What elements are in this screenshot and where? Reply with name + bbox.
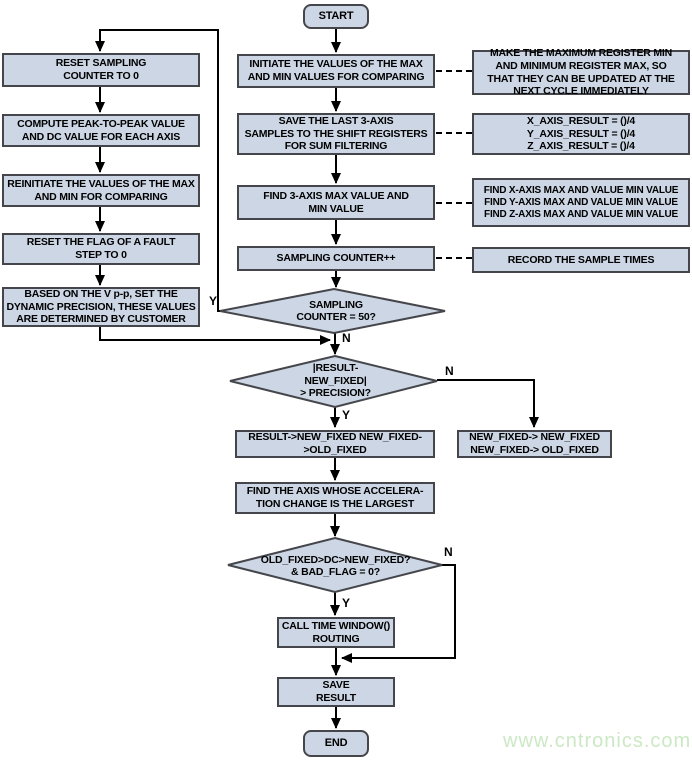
start-node: START (303, 4, 369, 29)
branch-label-result-precision-yes: Y (342, 408, 351, 422)
edge-d3-no-branch (341, 564, 456, 663)
branch-label-sampling-50-no: N (342, 331, 351, 345)
decision-result-precision-shape (229, 354, 438, 409)
process-find-3axis-max-min: FIND 3-AXIS MAX VALUE AND MIN VALUE (237, 185, 435, 220)
decision-old-dc-new-shape (227, 536, 443, 594)
end-node: END (303, 730, 369, 757)
process-save-result: SAVE RESULT (277, 677, 395, 707)
branch-label-result-precision-no: N (445, 364, 454, 378)
process-reinitiate-max-min: REINITIATE THE VALUES OF THE MAX AND MIN… (2, 174, 200, 207)
edge-d2-no-branch (437, 379, 539, 428)
decision-result-precision-label: |RESULT- NEW_FIXED| > PRECISION? (300, 362, 371, 400)
edge-d1-yes-feedback (95, 29, 220, 312)
process-find-axis-largest: FIND THE AXIS WHOSE ACCELERA- TION CHANG… (235, 482, 435, 514)
process-sampling-counter-inc: SAMPLING COUNTER++ (237, 246, 435, 271)
process-based-on-vpp: BASED ON THE V p-p, SET THE DYNAMIC PREC… (2, 287, 200, 327)
process-compute-peak-to-peak: COMPUTE PEAK-TO-PEAK VALUE AND DC VALUE … (2, 114, 200, 147)
process-initiate-max-min: INITIATE THE VALUES OF THE MAX AND MIN V… (237, 54, 435, 88)
process-reset-fault-flag: RESET THE FLAG OF A FAULT STEP TO 0 (2, 233, 200, 265)
edge-l5-merge (99, 327, 331, 345)
process-new-fixed-swap: NEW_FIXED-> NEW_FIXED NEW_FIXED-> OLD_FI… (457, 430, 612, 458)
process-save-last-samples: SAVE THE LAST 3-AXIS SAMPLES TO THE SHIF… (237, 113, 435, 155)
process-reset-sampling-counter: RESET SAMPLING COUNTER TO 0 (2, 53, 200, 87)
decision-sampling-50-shape (219, 287, 446, 335)
decision-sampling-50-label: SAMPLING COUNTER = 50? (296, 298, 376, 323)
branch-label-old-dc-new-yes: Y (342, 596, 351, 610)
note-find-xyz-max-min: FIND X-AXIS MAX AND VALUE MIN VALUE FIND… (472, 178, 690, 227)
process-result-to-new-fixed: RESULT->NEW_FIXED NEW_FIXED- >OLD_FIXED (235, 430, 435, 458)
note-axis-result: X_AXIS_RESULT = ()/4 Y_AXIS_RESULT = ()/… (472, 113, 690, 155)
note-make-max-min: MAKE THE MAXIMUM REGISTER MIN AND MINIMU… (472, 47, 690, 97)
branch-label-old-dc-new-no: N (444, 545, 453, 559)
decision-old-dc-new-label: OLD_FIXED>DC>NEW_FIXED? & BAD_FLAG = 0? (260, 553, 411, 578)
process-call-time-window: CALL TIME WINDOW() ROUTING (277, 617, 395, 648)
watermark-text: www.cntronics.com (503, 730, 692, 752)
note-record-sample-times: RECORD THE SAMPLE TIMES (472, 247, 690, 273)
branch-label-sampling-50-yes: Y (209, 294, 218, 308)
